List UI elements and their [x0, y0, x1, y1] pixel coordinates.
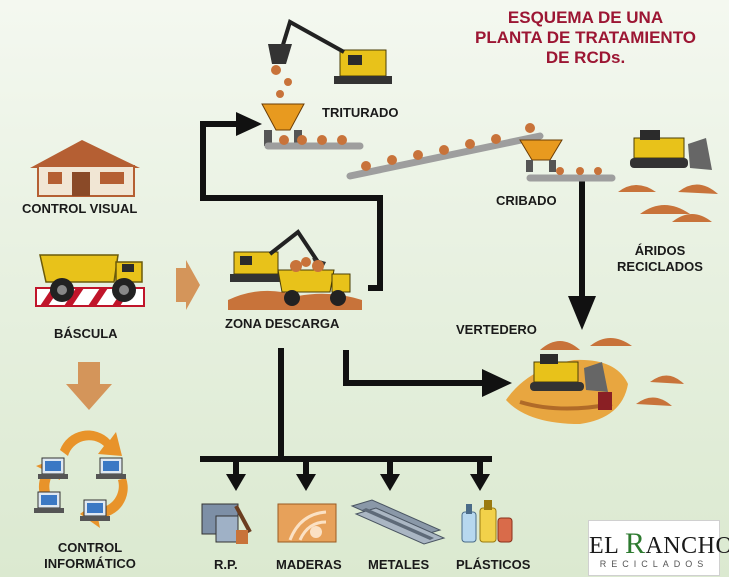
label-vertedero: VERTEDERO [456, 322, 537, 337]
bulldozer-icon [630, 130, 712, 170]
dump-truck-icon [277, 269, 351, 306]
label-metales: METALES [368, 557, 430, 572]
arrow-head-metales [380, 474, 400, 491]
logo-tagline: RECICLADOS [599, 559, 709, 569]
label-bascula: BÁSCULA [54, 326, 118, 341]
dump-truck-icon [35, 254, 145, 307]
vertedero-machines [506, 338, 684, 424]
logo-brand: EL RANCHO [589, 527, 729, 560]
side-arrows [66, 260, 200, 410]
label-cribado: CRIBADO [496, 193, 557, 208]
label-control-informatico: CONTROL INFORMÁTICO [34, 540, 146, 572]
steel-beam-icon [350, 499, 446, 545]
arrow-head-vertedero-right [482, 369, 512, 397]
paint-cans-icon [201, 503, 252, 544]
wood-icon [277, 503, 337, 543]
flow-arrows [200, 112, 596, 491]
label-aridos-line2: RECICLADOS [617, 259, 703, 274]
arrow-descarga-to-triturado [200, 121, 383, 291]
excavator-icon [230, 229, 326, 282]
label-plasticos: PLÁSTICOS [456, 557, 531, 572]
title-line-3: DE RCDs. [545, 48, 626, 67]
arrow-descarga-to-vertedero [343, 350, 485, 386]
aridos-machines [618, 130, 718, 222]
label-rp: R.P. [214, 557, 238, 572]
label-aridos-line1: ÁRIDOS [634, 243, 686, 258]
label-control-informatico-line2: INFORMÁTICO [44, 556, 136, 571]
bottles-icon [461, 500, 513, 543]
title-line-2: PLANTA DE TRATAMIENTO [475, 28, 696, 47]
label-maderas: MADERAS [276, 557, 342, 572]
arrow-head-plasticos [470, 474, 490, 491]
label-control-visual: CONTROL VISUAL [22, 201, 138, 216]
triturado-machines [261, 19, 392, 146]
arrow-head-triturado [236, 112, 262, 136]
excavator-icon [268, 19, 392, 84]
arrow-bascula-to-descarga [176, 260, 200, 310]
conveyor-icon [264, 123, 616, 182]
arrow-head-vertedero-down [568, 296, 596, 330]
title-line-1: ESQUEMA DE UNA [507, 8, 664, 27]
label-control-informatico-line1: CONTROL [57, 540, 123, 555]
label-triturado: TRITURADO [322, 105, 399, 120]
diagram-title: ESQUEMA DE UNA PLANTA DE TRATAMIENTO DE … [475, 8, 696, 68]
zona-descarga-machines [228, 229, 362, 310]
recycle-icon [36, 430, 128, 528]
label-aridos-reciclados: ÁRIDOS RECICLADOS [606, 243, 714, 275]
hopper-icon [519, 139, 563, 172]
computer-icon [34, 457, 126, 521]
arrow-head-maderas [296, 474, 316, 491]
house-icon [30, 140, 140, 197]
label-zona-descarga: ZONA DESCARGA [225, 316, 340, 331]
el-rancho-logo: EL RANCHO RECICLADOS [588, 520, 729, 576]
bulldozer-icon [530, 354, 608, 392]
hopper-icon [261, 103, 305, 146]
arrow-head-rp [226, 474, 246, 491]
arrow-bascula-to-informatico [66, 362, 112, 410]
